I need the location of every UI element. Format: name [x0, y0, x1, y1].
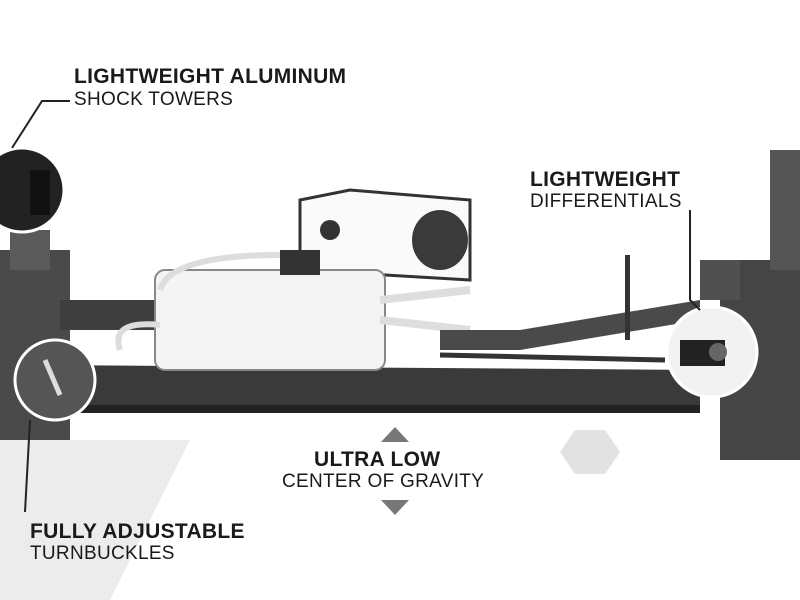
differentials-subtitle: DIFFERENTIALS [530, 191, 682, 212]
arrow-down-icon [381, 500, 409, 515]
turnbuckle-leader-line [24, 419, 31, 513]
center-of-gravity-title: ULTRA LOW [314, 448, 441, 471]
center-of-gravity-subtitle: CENTER OF GRAVITY [282, 471, 485, 492]
hexagon-shape [560, 430, 620, 474]
shock-towers-title: LIGHTWEIGHT ALUMINUM [74, 65, 347, 88]
differentials-title: LIGHTWEIGHT [530, 168, 681, 191]
differential-leader-line [689, 210, 701, 311]
shock-tower-leader-line [11, 100, 70, 149]
rear-suspension [700, 150, 800, 460]
shock-towers-subtitle: SHOCK TOWERS [74, 89, 234, 110]
chassis-plate [40, 365, 700, 410]
turnbuckles-title: FULLY ADJUSTABLE [30, 520, 245, 543]
fuel-tank [154, 269, 386, 371]
arrow-up-icon [381, 427, 409, 442]
turnbuckles-subtitle: TURNBUCKLES [30, 543, 175, 564]
background-shape [0, 440, 190, 600]
